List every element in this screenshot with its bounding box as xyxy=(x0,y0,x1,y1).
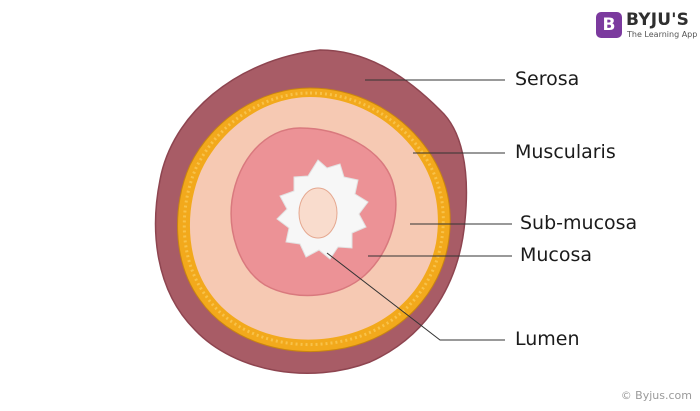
label-muscularis: Muscularis xyxy=(515,141,616,163)
byjus-logo-name: BYJU'S xyxy=(626,10,690,30)
copyright-notice: © Byjus.com xyxy=(620,389,692,402)
byjus-logo-tagline: The Learning App xyxy=(627,30,698,39)
label-mucosa: Mucosa xyxy=(520,244,593,266)
byjus-logo: B BYJU'S The Learning App xyxy=(596,10,698,42)
byjus-logo-mark: B xyxy=(596,12,622,38)
label-submucosa: Sub-mucosa xyxy=(520,212,638,234)
lumen-leader-line xyxy=(326,252,505,341)
label-lumen: Lumen xyxy=(515,328,580,350)
label-serosa: Serosa xyxy=(515,68,580,90)
muscularis-beading xyxy=(182,91,445,347)
lumen-core xyxy=(298,187,338,239)
